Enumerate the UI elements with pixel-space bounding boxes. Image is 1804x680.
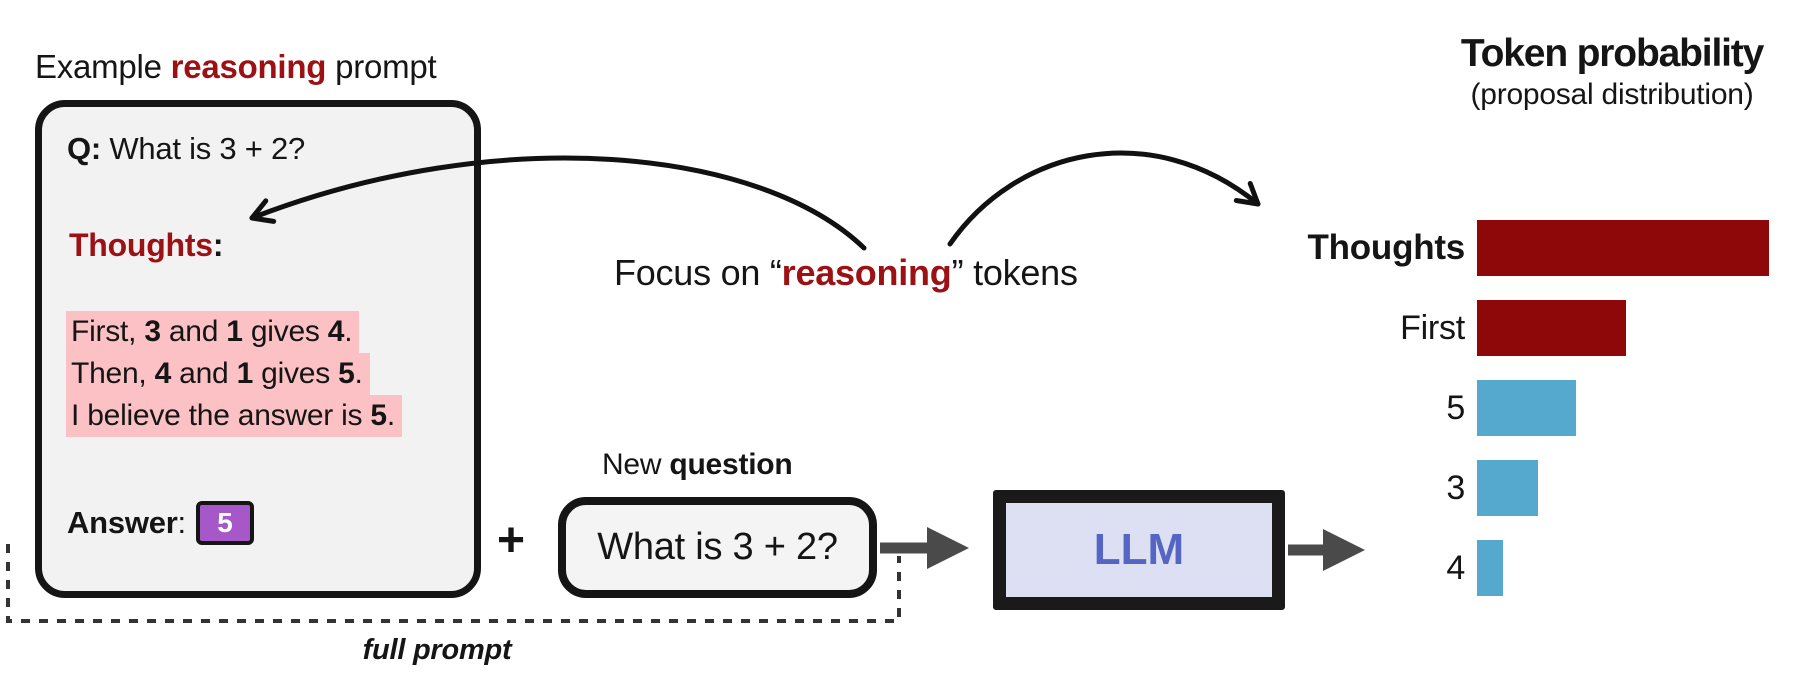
bar-label: 3 [1446,468,1465,507]
thoughts-colon: : [212,227,224,263]
llm-label: LLM [1093,525,1185,574]
q-text: What is 3 + 2? [100,131,305,166]
bar [1477,220,1769,276]
new-question-label: New question [602,448,793,481]
answer-line: Answer: 5 [67,501,254,545]
example-prompt-box: Q: What is 3 + 2? Thoughts: First, 3 and… [35,100,481,598]
plus-sign: + [497,514,525,567]
chart-row: 4 [1180,540,1769,596]
thoughts-label: Thoughts: [69,227,224,264]
title-highlight: reasoning [170,48,327,85]
answer-colon: : [177,505,187,540]
bar [1477,540,1503,596]
bar-label: First [1400,308,1465,347]
bar-label: Thoughts [1307,228,1466,267]
reasoning-step-3: I believe the answer is 5. [66,395,402,437]
bar [1477,300,1626,356]
question-line: Q: What is 3 + 2? [67,131,305,167]
reasoning-step-2: Then, 4 and 1 gives 5. [66,353,402,395]
reasoning-steps: First, 3 and 1 gives 4. Then, 4 and 1 gi… [66,311,402,437]
chart-title: Token probability [1460,32,1764,75]
title-post: prompt [326,48,437,85]
answer-value-chip: 5 [195,501,254,545]
chart-row: 3 [1180,460,1769,516]
new-question-box: What is 3 + 2? [558,497,877,598]
bar-label: 4 [1446,548,1465,587]
new-question-text: What is 3 + 2? [597,526,838,568]
answer-label: Answer [67,505,178,540]
chart-row: Thoughts [1180,220,1769,276]
bar [1477,460,1538,516]
q-label: Q: [67,131,101,166]
example-prompt-title: Example reasoning prompt [35,48,437,86]
bar-label: 5 [1446,388,1465,427]
reasoning-step-1: First, 3 and 1 gives 4. [66,311,402,353]
focus-note: Focus on “reasoning” tokens [614,252,1078,293]
llm-box: LLM [993,490,1285,610]
chart-subtitle: (proposal distribution) [1470,77,1754,111]
chart-row: First [1180,300,1769,356]
focus-highlight: reasoning [781,252,952,293]
arrow-question-to-llm-icon [880,527,969,569]
chart-title-block: Token probability (proposal distribution… [1412,32,1804,111]
title-pre: Example [35,48,171,85]
chart-row: 5 [1180,380,1769,436]
thoughts-word: Thoughts [69,227,213,263]
full-prompt-label: full prompt [362,634,512,666]
bar [1477,380,1576,436]
